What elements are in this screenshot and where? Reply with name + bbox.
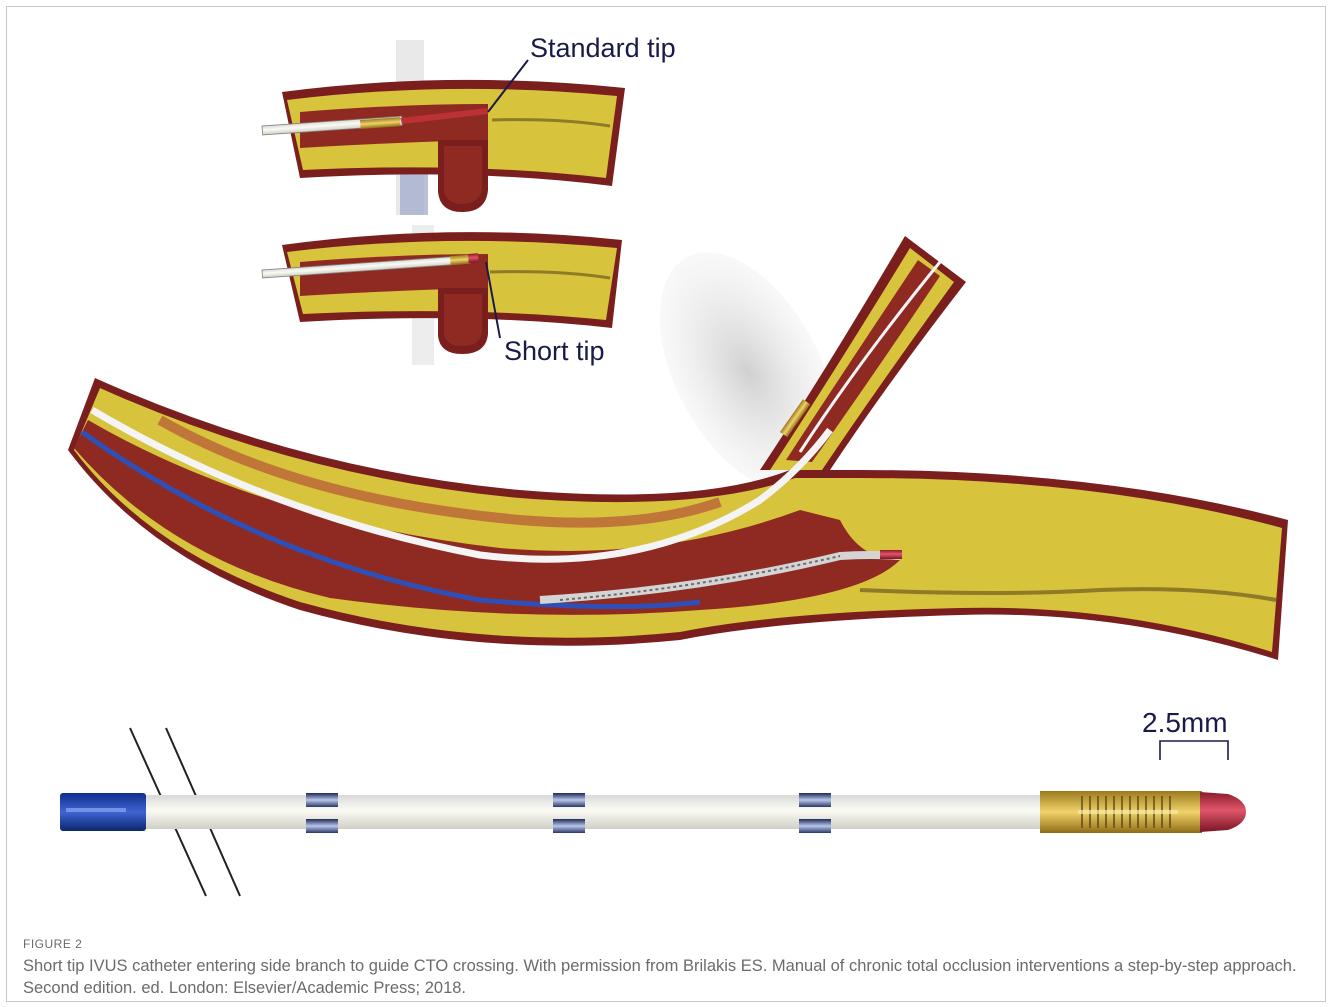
standard-tip-label: Standard tip (530, 33, 676, 63)
catheter-tip (1200, 792, 1246, 832)
tip-length-bracket (1160, 741, 1228, 760)
tip-length-label: 2.5mm (1142, 707, 1228, 738)
main-vessel (68, 223, 1288, 660)
figure-label: FIGURE 2 (23, 937, 82, 951)
figure-caption: Short tip IVUS catheter entering side br… (23, 955, 1313, 999)
standard-tip-inset (262, 40, 625, 215)
catheter-detail: 2.5mm (60, 707, 1246, 896)
catheter-shaft (146, 795, 1046, 829)
figure-illustration: Standard tip Short tip (0, 0, 1332, 940)
short-tip-label: Short tip (504, 336, 605, 366)
